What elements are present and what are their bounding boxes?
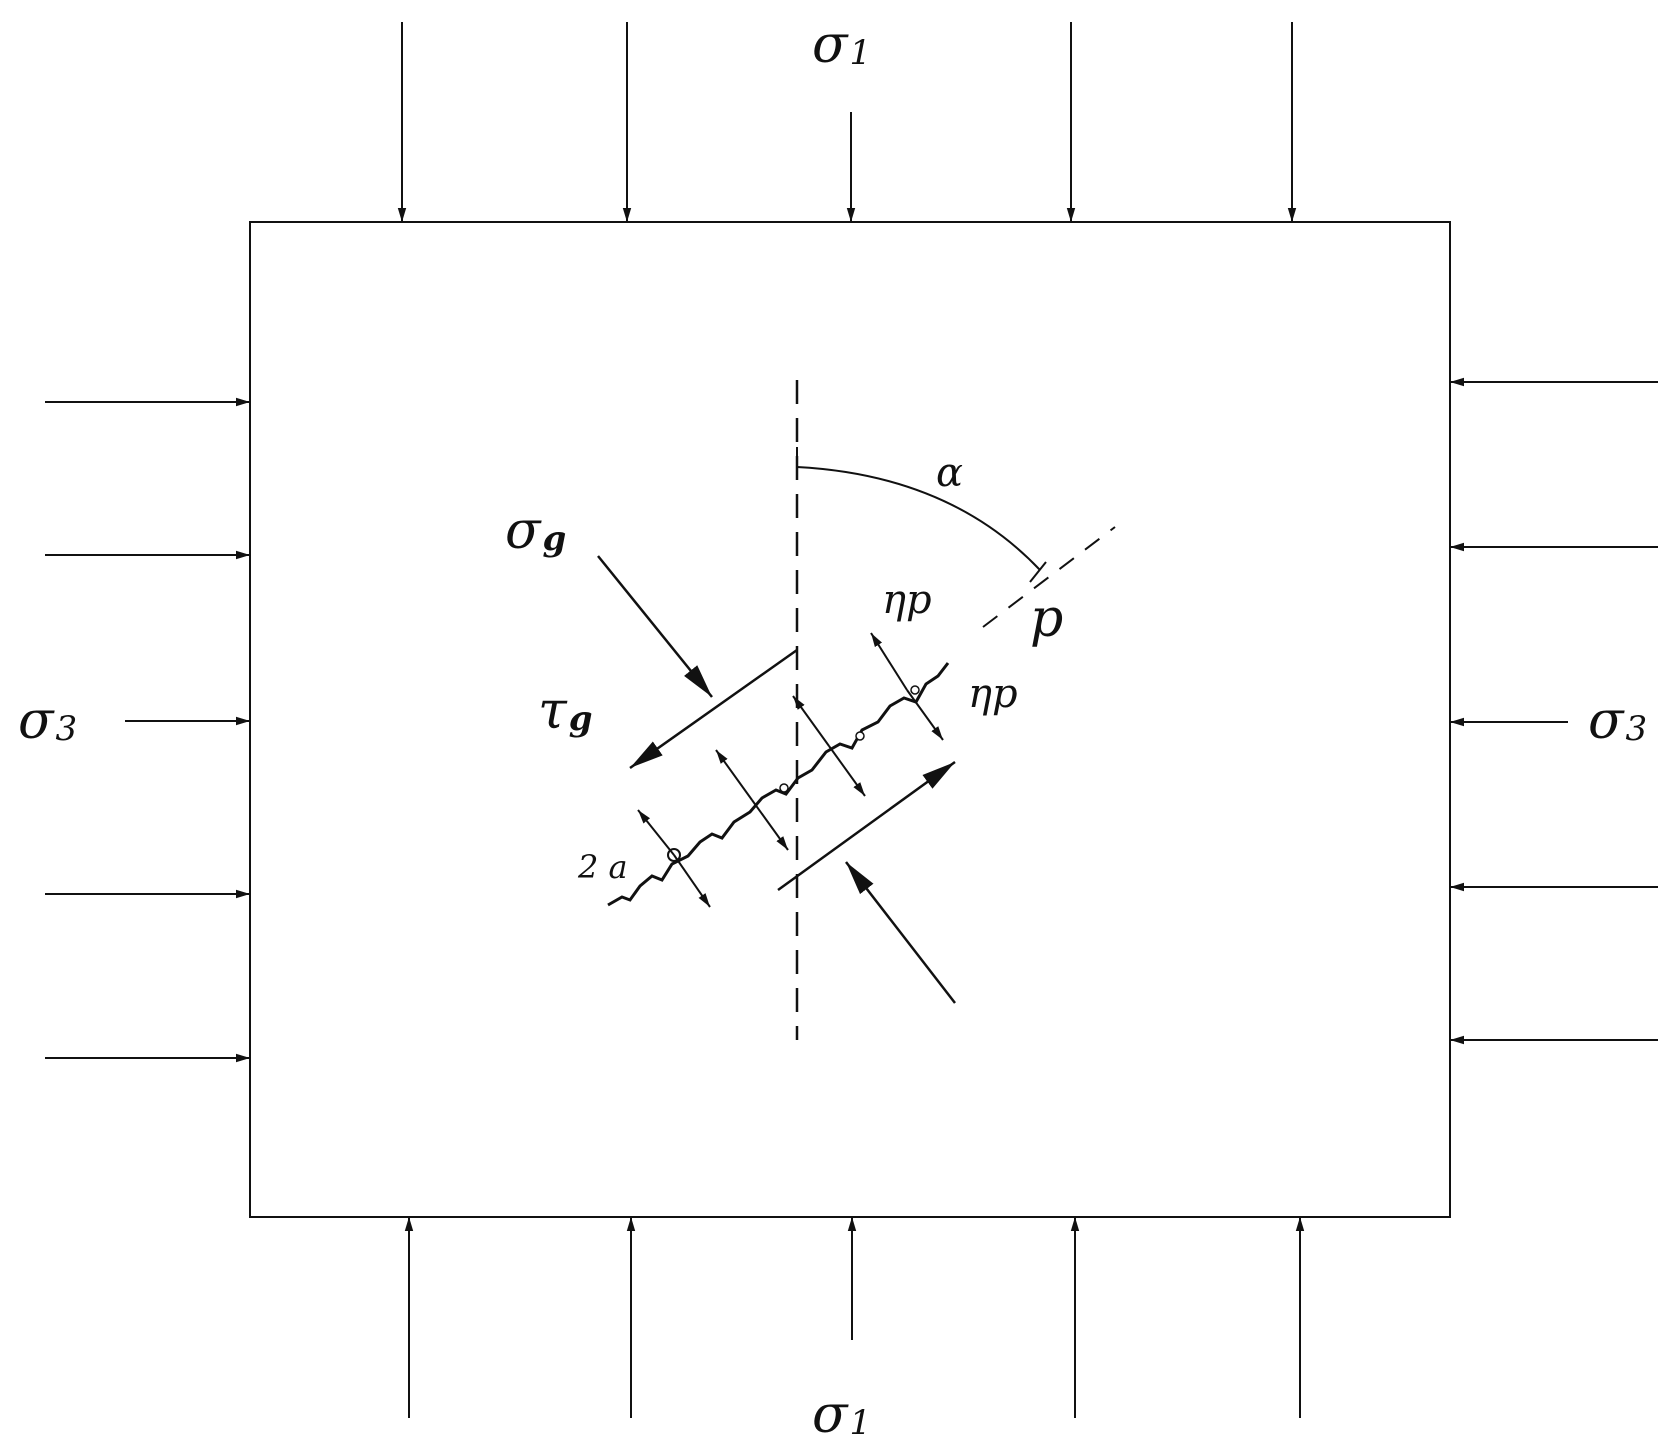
sigma1-bottom-label: σ1 bbox=[812, 1385, 871, 1445]
eta-p-arrow-4b bbox=[906, 689, 944, 741]
eta-p-arrow-1a bbox=[637, 809, 675, 856]
eta-p-arrow-2b bbox=[751, 799, 789, 851]
crack-line bbox=[607, 662, 950, 907]
alpha-angle-arc bbox=[796, 466, 1041, 571]
p-label: p bbox=[1030, 589, 1063, 649]
tau-g-label: τg bbox=[538, 681, 593, 741]
eta-p-arrow-3b bbox=[828, 745, 866, 797]
sigma-g-label: σg bbox=[505, 501, 566, 561]
sigma3-left-label: σ3 bbox=[18, 691, 77, 751]
alpha-label: α bbox=[936, 450, 963, 496]
eta-p-arrow-3a bbox=[792, 695, 830, 747]
crack-length-label: 2 a bbox=[577, 848, 628, 886]
crack-pore-2 bbox=[855, 731, 865, 741]
right-sigma3-arrows bbox=[1450, 377, 1658, 1045]
tau-g-arrow-upper bbox=[629, 648, 798, 770]
tau-g-arrow-lower bbox=[777, 760, 956, 892]
sigma3-right-label: σ3 bbox=[1588, 691, 1647, 751]
sigma-g-arrow-upper bbox=[597, 555, 713, 698]
left-sigma3-arrows bbox=[45, 397, 250, 1063]
crack-pore-3 bbox=[910, 685, 920, 695]
normal-direction-line bbox=[982, 526, 1116, 628]
normal-stress-arrows bbox=[597, 555, 956, 1004]
bottom-sigma1-arrows bbox=[404, 1217, 1305, 1418]
specimen-block bbox=[249, 221, 1451, 1218]
alpha-arc-end-tick bbox=[1029, 561, 1047, 583]
top-sigma1-arrows bbox=[397, 22, 1297, 222]
eta-p-arrow-1b bbox=[673, 854, 711, 908]
shear-stress-arrows bbox=[629, 648, 956, 892]
crack-pore-1 bbox=[779, 783, 789, 793]
eta-p-arrows bbox=[637, 632, 944, 908]
eta-p-lower-label: ηp bbox=[968, 671, 1018, 717]
eta-p-arrow-4a bbox=[870, 632, 908, 691]
eta-p-arrow-2a bbox=[715, 749, 753, 801]
sigma1-top-label: σ1 bbox=[812, 15, 871, 75]
eta-p-upper-label: ηp bbox=[882, 577, 932, 623]
sigma-g-arrow-lower bbox=[845, 861, 956, 1004]
